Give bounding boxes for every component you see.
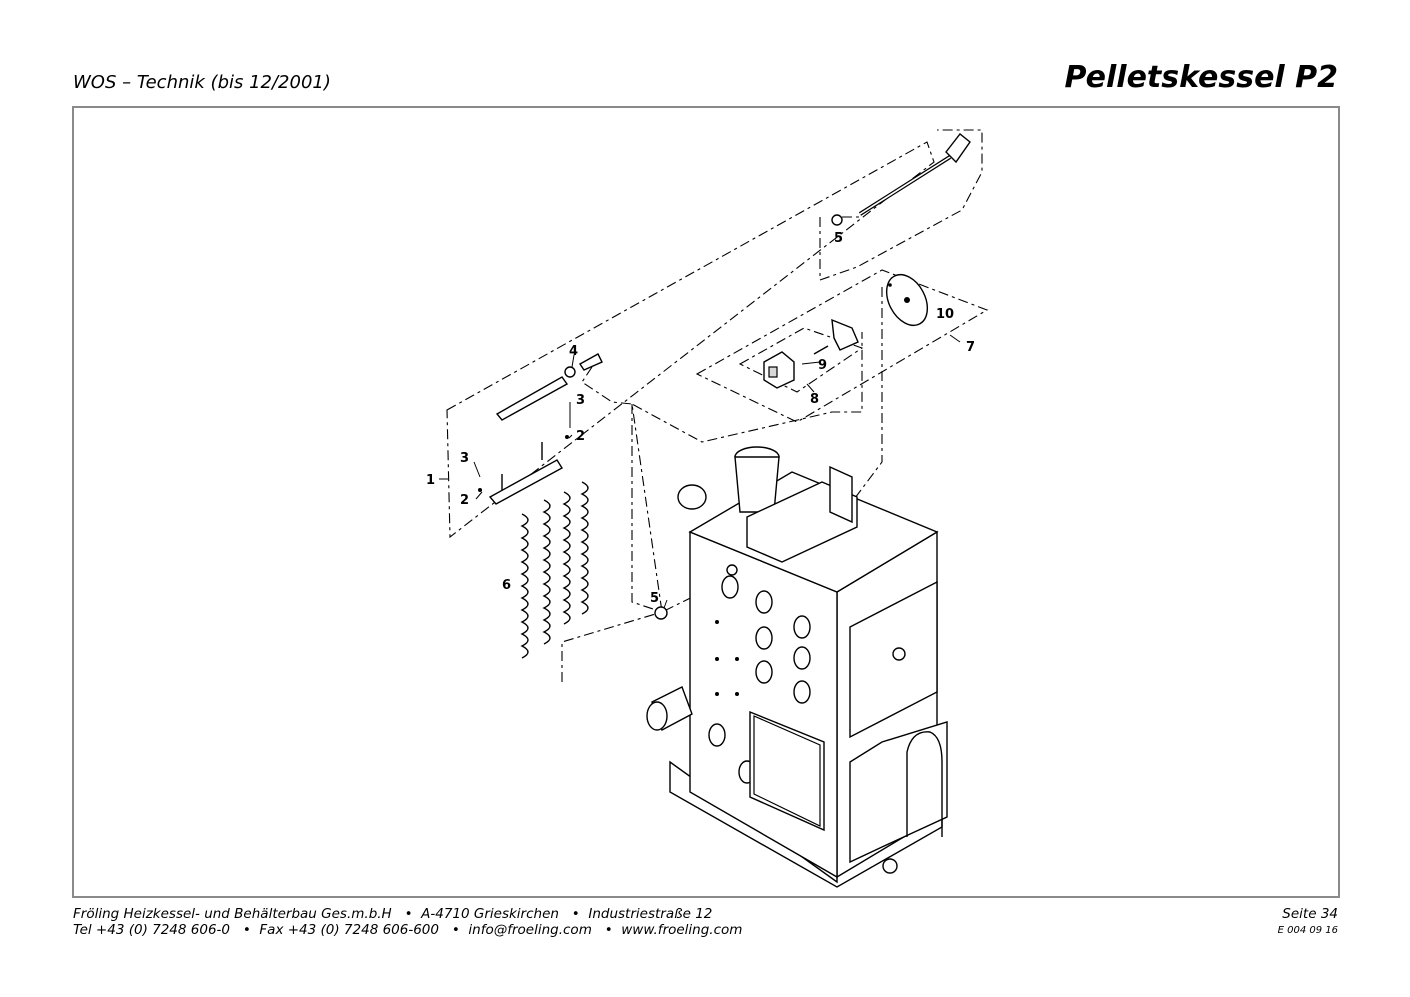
lever-assembly-part-1 [478,353,603,505]
callout-label-7: 7 [966,340,975,355]
connector-line-main [631,332,863,613]
footer-company-address: Fröling Heizkessel- und Behälterbau Ges.… [73,906,713,922]
diagram-canvas: 1 2 2 3 3 4 5 5 6 7 8 9 10 [426,129,989,888]
document-code: E 004 09 16 [1277,925,1338,936]
callout-label-5a: 5 [834,231,843,246]
callout-label-3b: 3 [576,393,585,408]
exploded-parts-diagram: 1 2 2 3 3 4 5 5 6 7 8 9 10 [72,106,1340,898]
callout-label-6: 6 [502,578,511,593]
page-number: Seite 34 [1282,906,1338,922]
callout-label-1: 1 [426,473,435,488]
document-subtitle: WOS – Technik (bis 12/2001) [73,72,331,93]
bushing [726,564,738,576]
connector-line-coils [561,579,728,682]
connector-line-right [851,287,883,503]
callout-label-8: 8 [810,392,819,407]
footer-contact: Tel +43 (0) 7248 606-0 • Fax +43 (0) 724… [73,922,743,938]
callout-leaders [439,334,961,609]
callout-label-3a: 3 [460,451,469,466]
callout-label-4: 4 [569,344,578,359]
callout-label-2a: 2 [460,493,469,508]
assembly-1-outline [446,141,935,539]
connector-line-rod [581,366,633,405]
turbulator-springs-part-6 [520,481,589,659]
callout-label-9: 9 [818,358,827,373]
poker-rod-outline [819,129,983,281]
callout-label-2b: 2 [576,429,585,444]
limit-switch-part-8 [763,318,859,389]
callout-label-5b: 5 [650,591,659,606]
boiler-body [646,446,948,888]
poker-rod [831,133,971,226]
assembly-7-outline [695,269,989,423]
callout-label-10: 10 [936,307,954,322]
disc-part-10 [885,274,929,326]
document-title: Pelletskessel P2 [1064,60,1338,95]
nut-part-5 [654,606,668,620]
